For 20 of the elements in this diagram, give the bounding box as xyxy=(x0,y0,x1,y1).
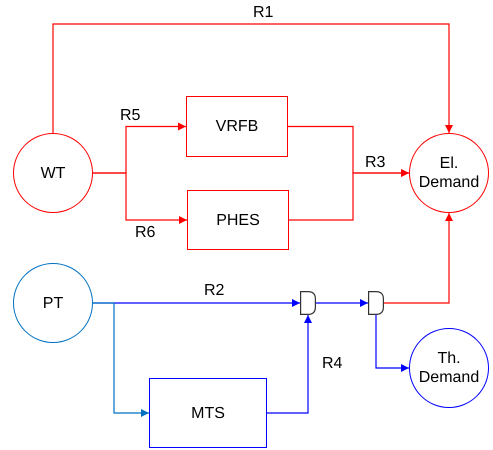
junction-symbol xyxy=(300,291,316,315)
node-label: PHES xyxy=(216,210,260,230)
connector-arrow xyxy=(384,213,453,304)
connector-arrow xyxy=(375,315,409,372)
connector-arrow xyxy=(267,315,312,414)
connector-arrow xyxy=(316,299,368,307)
node-label: WT xyxy=(40,164,66,182)
process-box xyxy=(149,378,267,448)
connector-arrow xyxy=(93,302,149,417)
node-label: El. Demand xyxy=(418,154,480,192)
connector-arrow xyxy=(52,23,453,133)
node-label: PT xyxy=(42,294,64,312)
process-box xyxy=(187,190,289,250)
connector-arrow xyxy=(93,172,187,224)
process-box xyxy=(186,96,288,157)
junction-symbol xyxy=(368,291,384,315)
node-label: Th. Demand xyxy=(418,349,480,387)
node-label: VRFB xyxy=(216,117,258,136)
node-label: MTS xyxy=(191,404,225,422)
connector-arrow xyxy=(289,169,409,221)
